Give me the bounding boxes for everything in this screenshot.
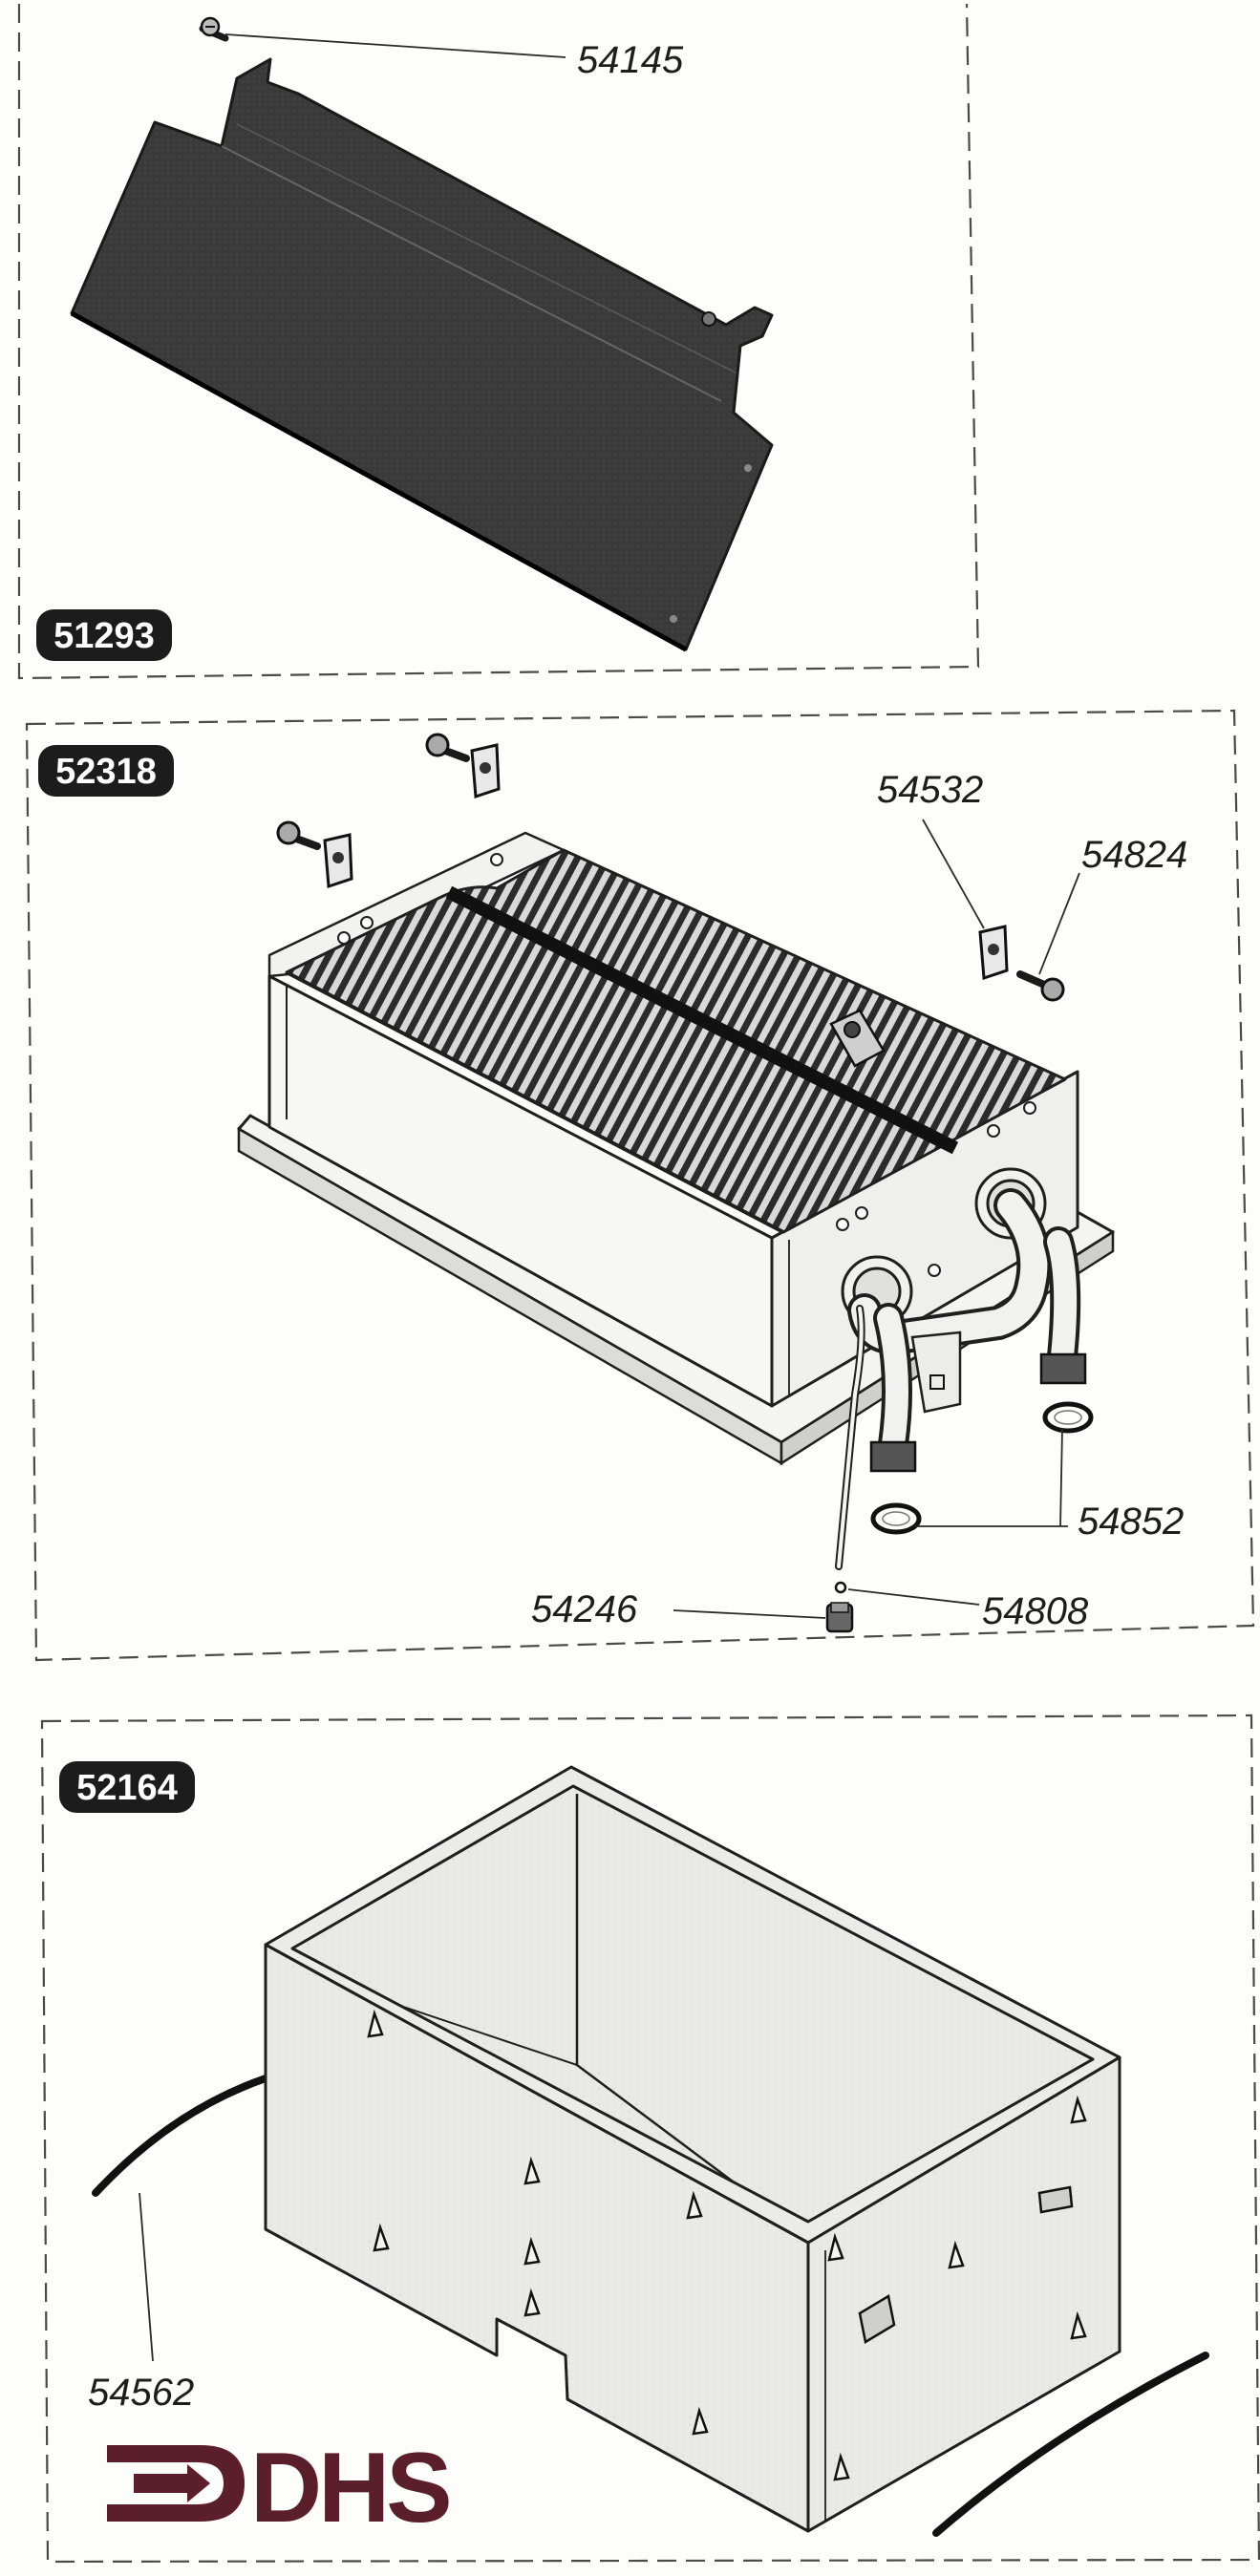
part-number-54808: 54808: [982, 1590, 1089, 1632]
end-plate-hole: [1023, 1101, 1036, 1115]
o-ring-54852-right: [1042, 1401, 1094, 1434]
panel-insulation-box: 52164: [40, 1714, 1260, 2564]
leader-54532: [922, 819, 985, 929]
cover-plate-front-edge: [70, 310, 688, 652]
end-plate-hole: [360, 916, 374, 929]
part-number-54824: 54824: [1081, 834, 1187, 876]
grommet-right: [1037, 2185, 1074, 2214]
screw-54824-middle: [425, 733, 470, 762]
o-ring-54852-left: [870, 1502, 922, 1535]
clip-54532-right: [978, 925, 1009, 981]
badge-51293-label: 51293: [53, 616, 155, 656]
part-number-54852: 54852: [1078, 1501, 1184, 1543]
cover-plate-bend-line-2: [236, 123, 737, 373]
washer-54808: [834, 1581, 847, 1594]
dhs-logo-arrow-mark: [107, 2445, 245, 2522]
cover-plate-bend-line: [221, 145, 722, 402]
dhs-logo: DHS: [107, 2433, 453, 2544]
leader-54808: [847, 1588, 980, 1606]
end-plate-hole: [337, 931, 351, 945]
insulation-box-right-wall: [806, 2055, 1121, 2533]
pipe-nut-right: [1039, 1352, 1087, 1385]
clip-54532-middle: [470, 743, 501, 799]
harness-wire: [92, 2075, 269, 2197]
part-number-54562: 54562: [88, 2372, 194, 2414]
end-plate-hole: [928, 1264, 941, 1277]
badge-52318: 52318: [38, 745, 174, 797]
grommet-front: [858, 2294, 896, 2344]
panel-cover-plate: 54145 51293: [17, 3, 980, 680]
heat-exchanger-fins: [285, 848, 1067, 1234]
badge-51293: 51293: [36, 609, 172, 661]
badge-52164: 52164: [59, 1761, 195, 1813]
cover-plate-hole: [670, 615, 677, 623]
end-plate-hole: [987, 1124, 1000, 1138]
dhs-logo-text: DHS: [250, 2433, 449, 2544]
part-number-54246: 54246: [531, 1588, 638, 1630]
clip-54532-left: [323, 833, 353, 889]
part-number-54532: 54532: [877, 769, 983, 811]
panel-2-border: [25, 709, 1255, 1662]
end-plate-hole: [855, 1206, 868, 1220]
leader-54145: [224, 33, 566, 58]
cover-plate-screw-hole: [701, 311, 716, 327]
part-number-54145: 54145: [577, 39, 684, 81]
center-bracket: [829, 1009, 886, 1068]
retaining-tabs: [367, 2009, 1087, 2481]
screw-54145: [199, 16, 229, 42]
heat-exchanger: [237, 831, 1115, 1570]
harness-wire-right: [932, 2352, 1209, 2537]
badge-52164-label: 52164: [76, 1768, 178, 1808]
screw-54824-right: [1016, 970, 1065, 1002]
leader-54246: [673, 1609, 826, 1619]
leader-54824: [1038, 872, 1080, 975]
heat-exchanger-fin-ridge: [445, 885, 959, 1155]
pipe-bracket: [910, 1331, 962, 1414]
leader-54562: [139, 2192, 154, 2362]
badge-52318-label: 52318: [55, 752, 157, 792]
panel-1-border: [17, 3, 980, 680]
pipe-nut-left: [869, 1440, 917, 1473]
cover-plate-body: [70, 57, 774, 651]
screw-54824-left: [276, 820, 321, 850]
leader-54852: [915, 1428, 1068, 1527]
insulation-box: [264, 1765, 1121, 2533]
plug-54246: [825, 1602, 854, 1633]
end-plate-hole: [836, 1218, 849, 1231]
end-plate-hole: [490, 853, 503, 866]
cover-plate-hole: [744, 464, 752, 472]
panel-heat-exchanger: 52318: [25, 709, 1255, 1662]
cover-plate: [70, 57, 774, 652]
panel-3-border: [40, 1714, 1260, 2564]
